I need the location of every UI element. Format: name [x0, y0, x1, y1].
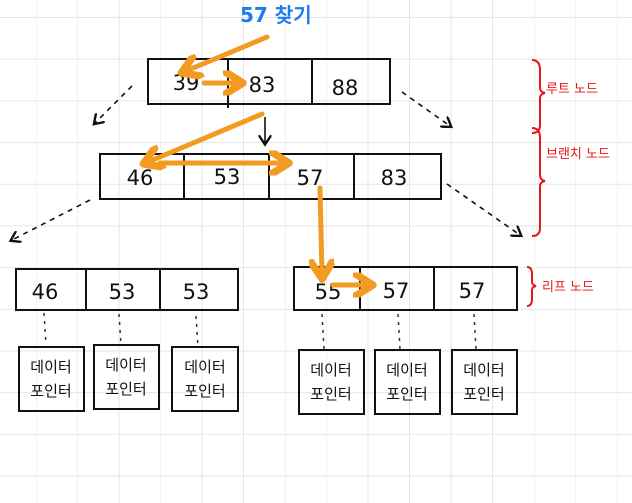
branch-key: 53 — [214, 165, 241, 189]
svg-text:포인터: 포인터 — [386, 385, 427, 403]
svg-text:데이터: 데이터 — [105, 356, 146, 374]
svg-text:포인터: 포인터 — [310, 385, 351, 403]
root-node-label: 루트 노드 — [546, 82, 598, 97]
pointer-links — [43, 312, 477, 350]
leaf-node-right: 55 57 57 — [293, 266, 518, 311]
branch-key: 83 — [381, 166, 408, 190]
svg-text:데이터: 데이터 — [463, 361, 504, 379]
leaf-key: 53 — [183, 280, 210, 304]
dashed-arrow-icon — [12, 199, 91, 240]
svg-text:데이터: 데이터 — [184, 358, 225, 376]
search-arrow-icon — [148, 111, 265, 162]
svg-text:포인터: 포인터 — [105, 380, 146, 398]
branch-node-label: 브랜치 노드 — [546, 147, 610, 162]
svg-text:포인터: 포인터 — [463, 385, 504, 403]
search-arrow-icon — [320, 185, 322, 274]
search-title: 57 찾기 — [240, 3, 312, 27]
svg-text:포인터: 포인터 — [184, 382, 225, 400]
root-node: 39 83 88 — [147, 58, 391, 108]
tree-edges — [12, 85, 520, 240]
dashed-arrow-icon — [446, 183, 520, 235]
branch-key: 46 — [127, 166, 154, 190]
root-key: 39 — [173, 71, 200, 95]
brace-icon — [526, 266, 537, 307]
leaf-node-left: 46 53 53 — [15, 268, 239, 311]
leaf-key: 46 — [32, 280, 59, 304]
leaf-key: 57 — [459, 279, 486, 303]
root-key: 88 — [332, 76, 359, 100]
root-key: 83 — [249, 73, 276, 97]
svg-text:포인터: 포인터 — [30, 382, 71, 400]
search-arrow-icon — [186, 34, 270, 71]
brace-icon — [531, 127, 546, 237]
leaf-key: 53 — [109, 280, 136, 304]
dashed-arrow-icon — [401, 91, 450, 126]
dashed-arrow-icon — [95, 85, 133, 123]
leaf-key: 57 — [383, 279, 410, 303]
level-braces — [526, 59, 546, 307]
svg-text:데이터: 데이터 — [310, 361, 351, 379]
svg-text:데이터: 데이터 — [386, 361, 427, 379]
svg-text:데이터: 데이터 — [30, 358, 71, 376]
leaf-node-label: 리프 노드 — [542, 280, 594, 295]
search-path — [148, 34, 368, 285]
brace-icon — [531, 59, 546, 134]
branch-node: 46 53 57 83 — [99, 153, 442, 200]
